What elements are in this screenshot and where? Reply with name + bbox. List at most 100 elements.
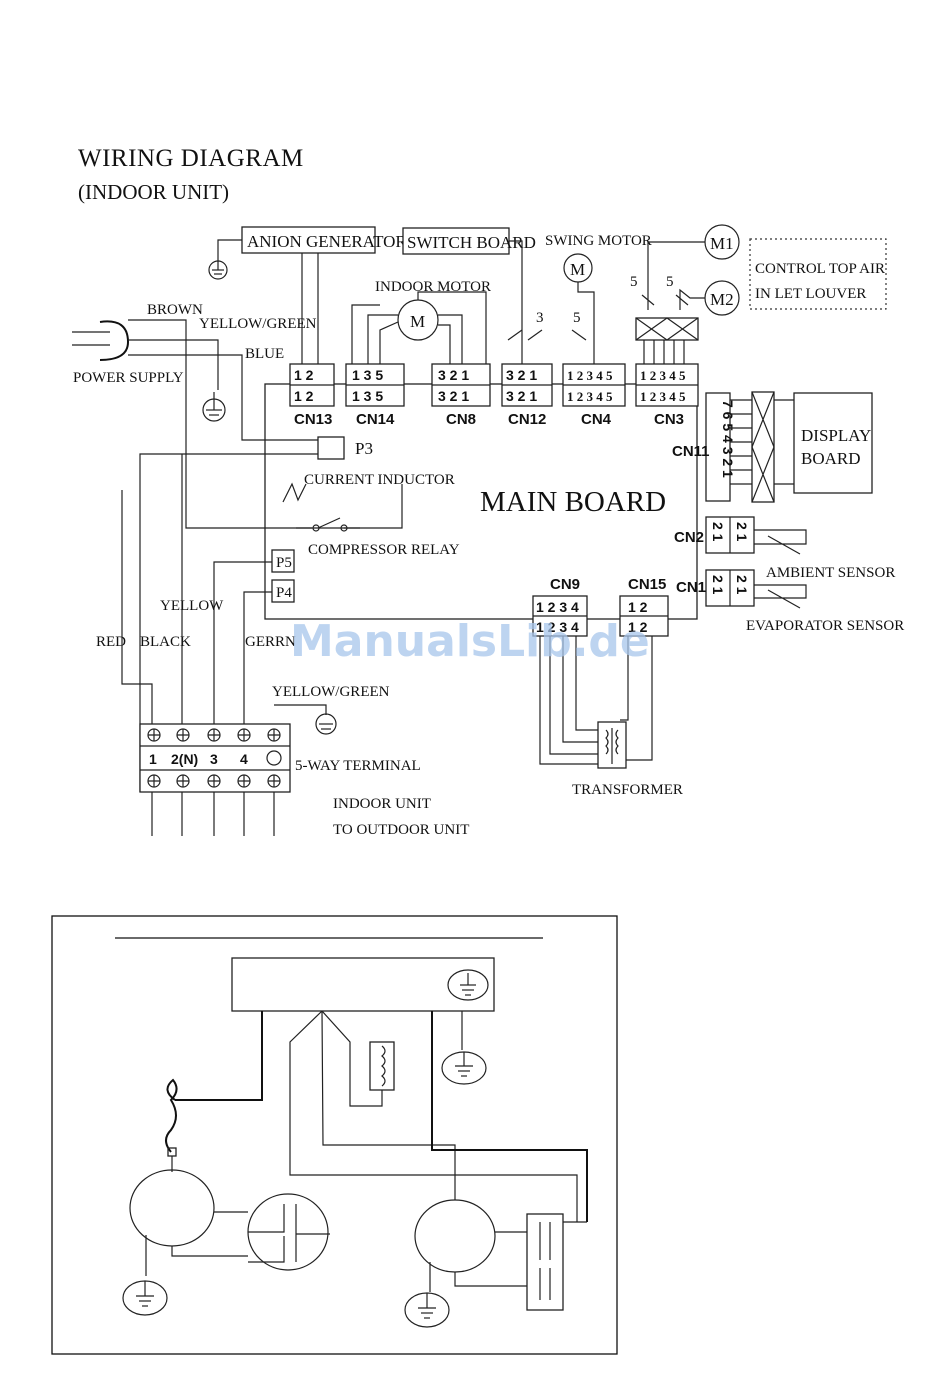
connector-cn14: 1 3 5 1 3 5 CN14 <box>345 363 405 428</box>
gerrn-label: GERRN <box>245 634 296 650</box>
cn14-pins-top: 1 3 5 <box>352 367 383 383</box>
power-plug-icon <box>99 320 130 361</box>
display-board-line1: DISPLAY <box>801 426 871 445</box>
cn2-pins-left: 2 1 <box>710 522 726 542</box>
wire-count-5b: 5 <box>630 274 638 290</box>
connector-cn2: 2 1 2 1 CN2 <box>674 516 755 554</box>
ground-icon <box>447 969 489 1001</box>
display-harness-cross <box>751 391 775 503</box>
connector-cn12: 3 2 1 3 2 1 CN12 <box>501 363 553 428</box>
main-board-label: MAIN BOARD <box>480 486 666 518</box>
power-plug-prongs <box>72 331 110 346</box>
compressor-relay-label: COMPRESSOR RELAY <box>308 542 460 558</box>
connector-cn1: 2 1 2 1 CN1 <box>676 569 755 607</box>
anion-wires <box>301 253 319 366</box>
cn4-pins-top: 1 2 3 4 5 <box>567 368 613 383</box>
cn4-pins-bottom: 1 2 3 4 5 <box>567 389 613 404</box>
compressor-wires <box>145 1211 248 1276</box>
evaporator-sensor-label: EVAPORATOR SENSOR <box>746 618 904 634</box>
connector-cn8: 3 2 1 3 2 1 CN8 <box>431 363 491 428</box>
cn13-pins-bottom: 1 2 <box>294 388 314 404</box>
control-louver-line1: CONTROL TOP AIR <box>755 261 885 277</box>
ground-icon <box>208 260 228 280</box>
yellow-green-label: YELLOW/GREEN <box>199 316 317 332</box>
cn1-pins-left: 2 1 <box>710 575 726 595</box>
wire-count-3: 3 <box>536 310 544 326</box>
display-harness <box>751 391 775 503</box>
fan-capacitor-plates <box>539 1221 587 1300</box>
outdoor-wire-2 <box>289 1010 578 1222</box>
connector-cn11: 7 6 5 4 3 2 1 CN11 <box>672 392 736 502</box>
switch-board-wire <box>509 240 523 366</box>
cn3-pins-bottom: 1 2 3 4 5 <box>640 389 686 404</box>
thermal-protector-icon <box>165 1078 178 1153</box>
control-louver-box <box>749 238 887 310</box>
cn11-wires <box>730 399 752 485</box>
cn3-pins-top: 1 2 3 4 5 <box>640 368 686 383</box>
p5-label: P5 <box>276 555 292 571</box>
outdoor-diagram-frame <box>51 915 618 1355</box>
wire-count-5a: 5 <box>573 310 581 326</box>
outdoor-wire-4 <box>321 1010 383 1107</box>
capacitor-plates <box>248 1204 330 1263</box>
cn12-pins-top: 3 2 1 <box>506 367 537 383</box>
p4-terminal <box>271 579 295 603</box>
display-board-box <box>793 392 873 494</box>
red-label: RED <box>96 634 126 650</box>
fan-motor-symbol <box>414 1199 496 1273</box>
anion-ground-wire <box>217 239 242 262</box>
swing-motor-m: M <box>570 260 585 279</box>
cn15-label: CN15 <box>628 576 666 593</box>
cn1-label: CN1 <box>676 579 706 596</box>
anion-generator-label: ANION GENERATOR <box>247 232 407 251</box>
transformer-label: TRANSFORMER <box>572 782 683 798</box>
p5-p4-wires <box>213 561 272 724</box>
cn2-label: CN2 <box>674 529 704 546</box>
cn8-pins-bottom: 3 2 1 <box>438 388 469 404</box>
current-inductor-label: CURRENT INDUCTOR <box>304 472 455 488</box>
wire-bundle-3 <box>507 329 543 341</box>
black-label: BLACK <box>140 634 191 650</box>
connector-cn9: 1 2 3 4 1 2 3 4 CN9 <box>532 576 588 637</box>
watermark: ManualsLib.de <box>290 616 650 667</box>
terminal-ground-wire <box>274 704 327 715</box>
cn4-label: CN4 <box>581 411 612 428</box>
terminal-3: 3 <box>210 751 218 767</box>
blue-label: BLUE <box>245 346 284 362</box>
diagram-title: WIRING DIAGRAM <box>78 145 304 172</box>
outdoor-terminal-block <box>231 957 495 1012</box>
p4-label: P4 <box>276 585 292 601</box>
outdoor-wire-3 <box>321 1010 456 1200</box>
fan-motor-wires <box>429 1231 527 1292</box>
connector-cn3: 1 2 3 4 5 1 2 3 4 5 CN3 <box>635 363 699 428</box>
to-outdoor-unit-label: TO OUTDOOR UNIT <box>333 822 469 838</box>
cn9-label: CN9 <box>550 576 580 593</box>
outdoor-wire-5 <box>431 1011 588 1222</box>
cn13-pins-top: 1 2 <box>294 367 314 383</box>
indoor-motor-label: INDOOR MOTOR <box>375 279 491 295</box>
cn8-label: CN8 <box>446 411 476 428</box>
p3-terminal <box>317 436 345 460</box>
terminal-1: 1 <box>149 751 157 767</box>
outdoor-wiring-diagram <box>51 915 618 1355</box>
display-link <box>774 399 794 485</box>
five-way-terminal: 1 2(N) 3 4 <box>139 723 291 793</box>
outdoor-wire-1 <box>175 1011 263 1101</box>
indoor-unit-label: INDOOR UNIT <box>333 796 431 812</box>
compressor-relay-switch <box>296 517 360 529</box>
cn12-label: CN12 <box>508 411 546 428</box>
cn14-label: CN14 <box>356 411 395 428</box>
swing-motor-wire <box>577 282 595 366</box>
brown-label: BROWN <box>147 302 203 318</box>
display-board-line2: BOARD <box>801 449 861 468</box>
transformer-wires <box>539 636 653 765</box>
coil-winding <box>381 1045 386 1087</box>
power-supply-label: POWER SUPPLY <box>73 370 184 386</box>
cn1-pins-right: 2 1 <box>734 575 750 595</box>
yellow-green-2-label: YELLOW/GREEN <box>272 684 390 700</box>
terminal-2n: 2(N) <box>171 751 198 767</box>
cn9-pins-top: 1 2 3 4 <box>536 599 579 615</box>
cn13-label: CN13 <box>294 411 332 428</box>
ambient-sensor-label: AMBIENT SENSOR <box>766 565 895 581</box>
